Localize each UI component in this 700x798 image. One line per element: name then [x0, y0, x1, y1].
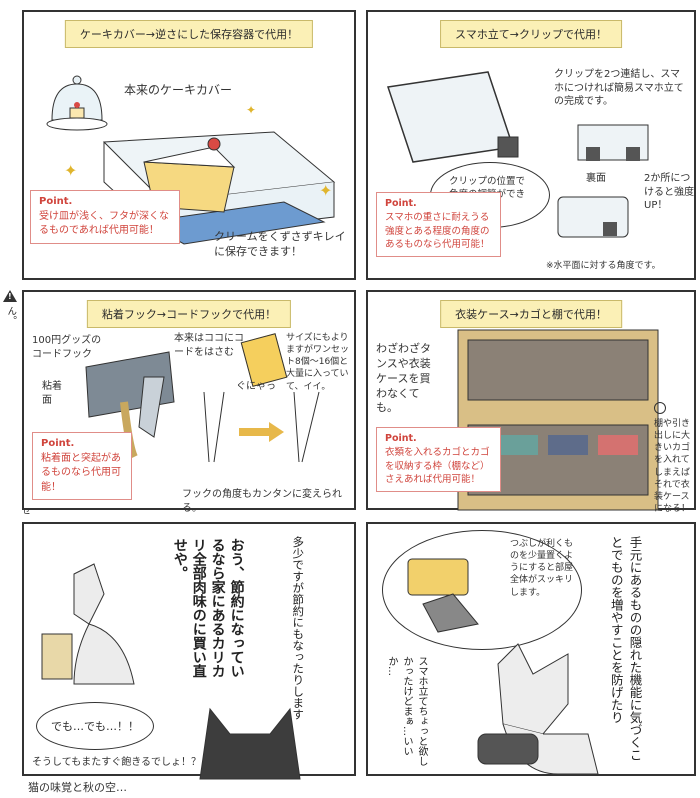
label-hold: 本来はココにコードをはさむ	[174, 333, 244, 358]
thought-text: つぶしが利くものを少量置くようにすると部屋全体がスッキリします。	[510, 539, 574, 598]
sparkle-icon: ✦	[246, 103, 257, 117]
label-package: サイズにもよりますがワンセット8個〜16個と大量に入っていて、イイ。	[286, 333, 350, 392]
speech-main: おう、節約になっているなら家にあるカリカリ全部肉味のに買い直せや。	[171, 538, 245, 678]
note-clip: クリップを2つ連結し、スマホにつければ簡易スマホ立ての完成です。	[554, 69, 684, 107]
label-hook: 100円グッズのコードフック	[32, 335, 102, 360]
caption: 猫の味覚と秋の空…	[28, 781, 127, 794]
note-shelf: 棚や引き出しに大きいカゴを入れてしまえばそれで衣装ケースになる！	[654, 419, 691, 514]
warning-icon	[3, 290, 17, 302]
speech-small: でも…でも…！！	[51, 720, 139, 733]
phone-back-illustration	[557, 196, 629, 238]
panel-title: 粘着フック→コードフックで代用！	[86, 300, 292, 328]
label-back: 裏面	[586, 173, 606, 184]
point-body: 受け皿が浅く、フタが深くなるものであれば代用可能！	[39, 210, 169, 237]
panel-fox-thinking: 手元にあるものの隠れた機能に気づくことでものを増やすことを防げたり つぶしが利く…	[366, 522, 696, 776]
panel-title: 衣装ケース→カゴと棚で代用！	[440, 300, 622, 328]
panel-cake-cover: ケーキカバー→逆さにした保存容器で代用！ 本来のケーキカバー Point. 受け…	[22, 10, 356, 280]
point-body: 衣類を入れるカゴとカゴを収納する枠（棚など）さえあれば代用可能！	[385, 446, 490, 486]
fox-illustration	[41, 563, 135, 685]
footnote: ※水平面に対する角度です。	[546, 261, 661, 271]
point-body: 粘着面と突起があるものなら代用可能！	[41, 452, 121, 493]
panel-title: スマホ立て→クリップで代用！	[440, 20, 622, 48]
mumble-text: スマホ立てちょっと欲しかったけどまぁ…いいか…	[386, 656, 427, 766]
panel-phone-stand: スマホ立て→クリップで代用！ クリップを2つ連結し、スマホにつければ簡易スマホ立…	[366, 10, 696, 280]
point-box: Point. 粘着面と突起があるものなら代用可能！	[32, 432, 132, 500]
narration: 手元にあるものの隠れた機能に気づくことでものを増やすことを防げたり	[608, 536, 643, 761]
point-title: Point.	[385, 198, 417, 209]
note-angle: フックの角度もカンタンに変えられる。	[182, 489, 342, 514]
speech-bubble: でも…でも…！！	[36, 702, 154, 750]
label-cake-cover: 本来のケーキカバー	[124, 83, 233, 97]
note-tansu: わざわざタンスや衣装ケースを買わなくても。	[376, 342, 431, 415]
sparkle-icon: ✦	[64, 161, 78, 180]
point-box: Point. スマホの重さに耐えうる強度とある程度の角度のあるものなら代用可能！	[376, 192, 501, 258]
label-bend: ぐにゃっ	[236, 381, 276, 392]
point-title: Point.	[41, 438, 75, 449]
point-title: Point.	[385, 433, 417, 444]
clip-phone-illustration	[577, 124, 649, 161]
point-title: Point.	[39, 196, 73, 207]
cat-illustration	[199, 707, 301, 780]
narration: 多少ですが節約にもなったりします	[291, 536, 306, 720]
point-body: スマホの重さに耐えうる強度とある程度の角度のあるものなら代用可能！	[385, 211, 490, 251]
panel-cat-complaint: 多少ですが節約にもなったりします おう、節約になっているなら家にあるカリカリ全部…	[22, 522, 356, 780]
note-two-clips: 2か所につけると強度UP！	[644, 173, 694, 211]
bend-illustration	[203, 391, 320, 463]
panel-clothes-case: 衣装ケース→カゴと棚で代用！ わざわざタンスや衣装ケースを買わなくても。 Poi…	[366, 290, 696, 514]
speech-bottom: そうしてもまたすぐ飽きるでしょ！？	[32, 757, 201, 768]
phone-stand-illustration	[407, 558, 479, 633]
label-sticky: 粘着面	[42, 381, 62, 406]
fox-thinking-illustration	[477, 643, 599, 775]
point-box: Point. 受け皿が浅く、フタが深くなるものであれば代用可能！	[30, 190, 180, 244]
warning-mark: !	[8, 292, 12, 301]
package-icon	[240, 333, 288, 387]
panel-title: ケーキカバー→逆さにした保存容器で代用！	[64, 20, 314, 48]
note-cream: クリームをくずさずキレイに保存できます！	[214, 230, 346, 258]
point-box: Point. 衣類を入れるカゴとカゴを収納する枠（棚など）さえあれば代用可能！	[376, 427, 501, 493]
cake-dome-illustration	[46, 75, 108, 131]
panel-cord-hook: 粘着フック→コードフックで代用！ 100円グッズのコードフック 粘着面 本来はコ…	[22, 290, 356, 514]
info-icon	[654, 402, 666, 414]
sparkle-icon: ✦	[319, 181, 333, 200]
phone-illustration	[387, 71, 519, 163]
